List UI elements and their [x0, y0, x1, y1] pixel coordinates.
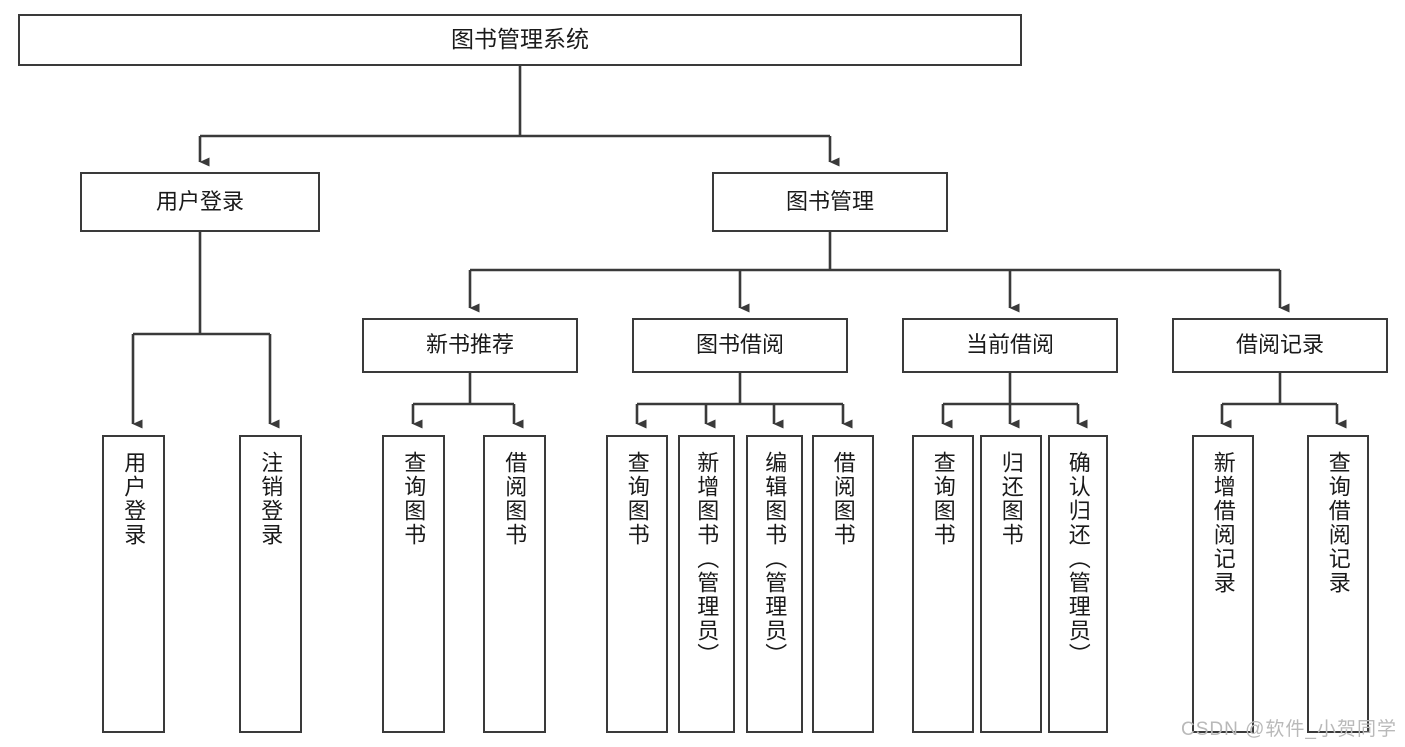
node-label: 图书管理系统	[451, 26, 589, 53]
node-borrow-records[interactable]: 借阅记录	[1172, 318, 1388, 373]
node-label: 新增图书（管理员）	[694, 451, 720, 667]
leaf-newbook-borrow-books[interactable]: 借阅图书	[483, 435, 546, 733]
node-label: 当前借阅	[965, 332, 1054, 358]
leaf-borrow-edit-book-admin[interactable]: 编辑图书（管理员）	[746, 435, 803, 733]
leaf-borrow-add-book-admin[interactable]: 新增图书（管理员）	[678, 435, 735, 733]
node-label: 查询图书	[624, 451, 650, 547]
leaf-newbook-query-books[interactable]: 查询图书	[382, 435, 445, 733]
node-user-login[interactable]: 用户登录	[80, 172, 320, 232]
node-label: 查询借阅记录	[1325, 451, 1351, 595]
node-label: 用户登录	[155, 188, 244, 214]
node-label: 查询图书	[401, 451, 427, 547]
node-label: 归还图书	[998, 451, 1024, 547]
node-label: 注销登录	[258, 451, 284, 547]
node-book-management[interactable]: 图书管理	[712, 172, 948, 232]
node-label: 确认归还（管理员）	[1065, 451, 1091, 667]
leaf-user-logout[interactable]: 注销登录	[239, 435, 302, 733]
leaf-current-query-books[interactable]: 查询图书	[912, 435, 974, 733]
node-label: 查询图书	[930, 451, 956, 547]
node-label: 借阅图书	[502, 451, 528, 547]
leaf-records-add-record[interactable]: 新增借阅记录	[1192, 435, 1254, 733]
node-book-borrow[interactable]: 图书借阅	[632, 318, 848, 373]
watermark-text: CSDN @软件_小贺同学	[1181, 719, 1397, 740]
leaf-user-login[interactable]: 用户登录	[102, 435, 165, 733]
node-label: 借阅记录	[1235, 332, 1324, 358]
node-current-borrow[interactable]: 当前借阅	[902, 318, 1118, 373]
leaf-records-query-record[interactable]: 查询借阅记录	[1307, 435, 1369, 733]
node-label: 借阅图书	[830, 451, 856, 547]
node-label: 新书推荐	[425, 332, 514, 358]
node-root-system[interactable]: 图书管理系统	[18, 14, 1022, 66]
leaf-borrow-borrow-books[interactable]: 借阅图书	[812, 435, 874, 733]
node-label: 用户登录	[121, 451, 147, 547]
node-label: 编辑图书（管理员）	[762, 451, 788, 667]
node-label: 新增借阅记录	[1210, 451, 1236, 595]
leaf-current-confirm-return-admin[interactable]: 确认归还（管理员）	[1048, 435, 1108, 733]
leaf-borrow-query-books[interactable]: 查询图书	[606, 435, 668, 733]
node-label: 图书管理	[785, 188, 874, 214]
node-label: 图书借阅	[695, 332, 784, 358]
node-new-book-recommend[interactable]: 新书推荐	[362, 318, 578, 373]
leaf-current-return-books[interactable]: 归还图书	[980, 435, 1042, 733]
